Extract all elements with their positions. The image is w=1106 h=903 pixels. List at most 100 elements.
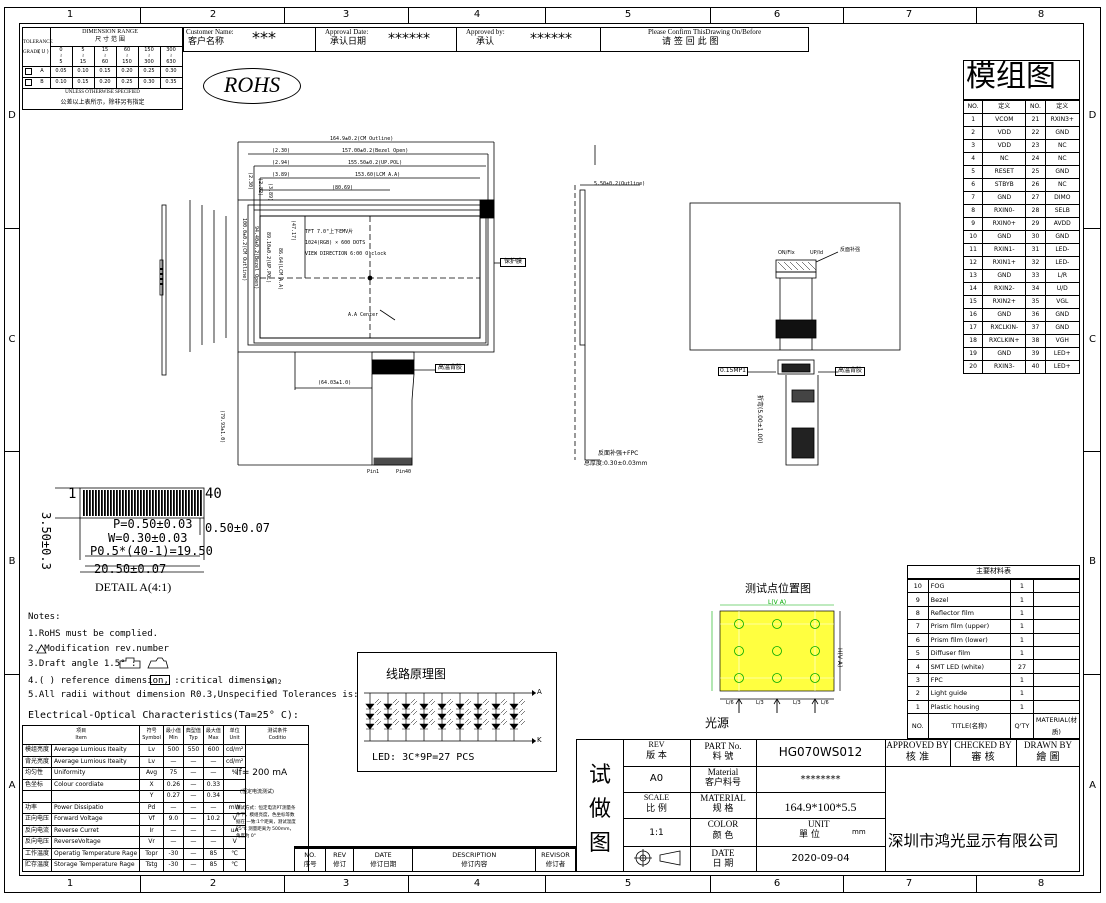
material-cell: 4	[907, 659, 929, 674]
pin-header-cell: 定义	[1044, 100, 1081, 114]
fpc-contact	[110, 490, 112, 516]
circuit-diagram	[364, 690, 536, 744]
range-divider	[138, 46, 139, 89]
rev-label-cn: 版 本	[646, 751, 667, 761]
led-diode-icon	[437, 723, 447, 730]
column-marker-top: 7	[905, 9, 913, 20]
fpc-contact	[164, 490, 166, 516]
electrical-cell: V	[222, 813, 247, 826]
dim-lcm-aa: 153.60(LCM A.A)	[355, 172, 401, 178]
electrical-cell: —	[182, 859, 204, 872]
led-diode-icon	[455, 703, 465, 710]
electrical-cell: Topr	[139, 847, 164, 860]
pin-cell: 23	[1025, 139, 1046, 153]
electrical-cell: 85	[202, 859, 224, 872]
grade-checkbox[interactable]	[25, 79, 32, 86]
material-cell: Diffuser film	[927, 645, 1012, 661]
column-marker-top: 8	[1037, 9, 1045, 20]
range-cell: 300 ≀ 630	[166, 47, 176, 65]
fpc-contact	[95, 490, 97, 516]
materials-title: 主要材料表	[976, 567, 1011, 575]
pin-cell: GND	[982, 347, 1027, 361]
electrical-cell: 贮存温度	[21, 859, 53, 872]
material-cell: 7	[907, 619, 929, 634]
column-marker-bottom: 6	[773, 878, 781, 889]
electrical-cell	[51, 790, 141, 803]
drawn-by-label-cn: 繪 圖	[1036, 752, 1060, 763]
frame-divider	[408, 7, 409, 23]
electrical-cell: —	[162, 836, 184, 849]
column-marker-bottom: 4	[473, 878, 481, 889]
date-label-cn: 日 期	[712, 859, 734, 869]
dim-outline: 164.9±0.2(CM Outline)	[330, 136, 394, 142]
fpc-contact	[191, 490, 193, 516]
material-cell: 3	[907, 672, 929, 688]
pin-cell: RXIN2+	[982, 295, 1027, 309]
pin-cell: 31	[1025, 243, 1046, 257]
electrical-cell: —	[162, 824, 184, 837]
led-diode-icon	[455, 723, 465, 730]
panel-spec-2: 1024(RGB) × 600 DOTS	[305, 240, 366, 246]
pin-cell: RXIN2-	[982, 282, 1027, 296]
unless-specified: UNLESS OTHERWISE SPECIFIED	[65, 90, 140, 95]
light-source-label: 光源	[705, 716, 730, 730]
detail-pin-1: 1	[68, 486, 77, 502]
electrical-cell: Lv	[139, 744, 164, 757]
material-cell: Prism film (upper)	[927, 619, 1012, 634]
temp-tape-label: 高温背胶	[437, 364, 462, 371]
electrical-cell: 反向电流	[21, 824, 53, 837]
fpc-contact	[107, 490, 109, 516]
pin-cell: VGL	[1044, 295, 1081, 309]
test-points-title: 测试点位置图	[745, 582, 811, 595]
electrical-cell: Vr	[139, 836, 164, 849]
grade-checkbox[interactable]	[25, 68, 32, 75]
drawing-border	[19, 23, 1084, 876]
dim-6403: (64.03±1.0)	[318, 380, 352, 386]
column-marker-top: 6	[773, 9, 781, 20]
electrical-cell: Reverse Curret	[51, 824, 141, 837]
electrical-cell: —	[182, 836, 204, 849]
grade-cell: 0.25	[143, 68, 155, 74]
fpc-contact	[173, 490, 175, 516]
frame-divider	[710, 7, 711, 23]
material-cell: 1	[1010, 699, 1034, 714]
pin-cell: 38	[1025, 334, 1046, 348]
note-4-tol: ±0.2	[267, 679, 282, 686]
material-cell: 1	[1010, 578, 1034, 594]
range-divider	[116, 46, 117, 89]
anode-label: A	[537, 688, 542, 696]
note-2: 2. Modification rev.number	[28, 644, 169, 654]
circuit-diagram-box	[357, 652, 557, 772]
range-cell: 150 ≀ 300	[144, 47, 154, 65]
dimension-range-title: DIMENSION RANGE	[82, 29, 138, 35]
fpc-contact	[182, 490, 184, 516]
electrical-cell: —	[202, 824, 224, 837]
pin-header-cell: NO.	[962, 100, 984, 114]
thickness-dim: 5.50±0.2(Outline)	[594, 181, 646, 187]
electrical-cell: 9.0	[162, 813, 184, 826]
electrical-cell: X	[139, 778, 164, 791]
material-cell: Plastic housing	[927, 699, 1012, 714]
pin-cell: RXIN3-	[982, 360, 1027, 374]
pin-cell: 22	[1025, 126, 1046, 140]
light-arrow-icon	[811, 698, 819, 713]
grade-cell: 0.30	[143, 79, 155, 85]
if-value: If= 200 mA	[236, 768, 288, 778]
material-cell: 2	[907, 686, 929, 701]
electrical-cell: —	[182, 790, 204, 803]
back-temp-tape-label: 高温背胶	[837, 367, 862, 374]
led-diode-icon	[401, 723, 411, 730]
pin-cell: RESET	[982, 165, 1027, 179]
pin-cell: GND	[1044, 308, 1081, 322]
notes-title: Notes:	[28, 612, 61, 622]
pin-cell: RXIN1-	[982, 243, 1027, 257]
frame-divider	[1084, 451, 1101, 452]
led-diode-icon	[509, 713, 519, 720]
